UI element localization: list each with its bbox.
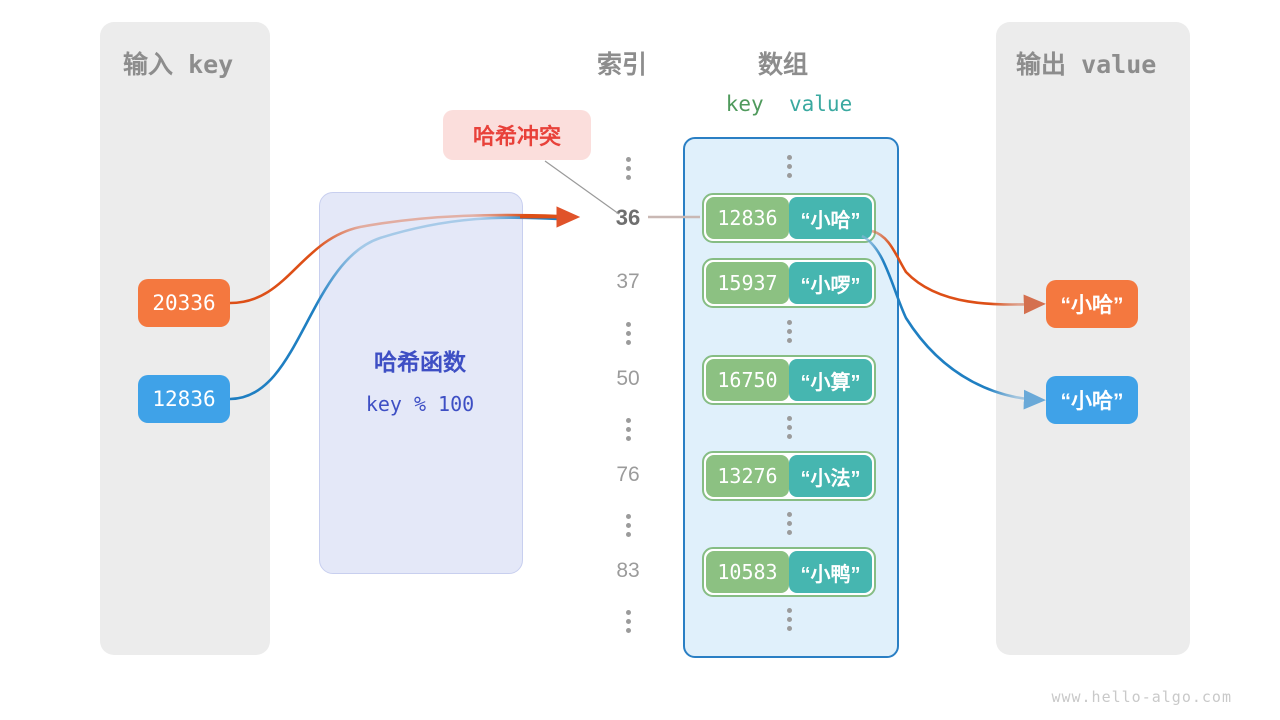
output-panel-title-cn: 输出 [1016, 51, 1067, 79]
bucket-row-76[interactable]: 13276 “小法” [702, 451, 876, 501]
input-key-chip-1[interactable]: 12836 [138, 375, 230, 423]
input-panel-title: 输入 key [123, 45, 233, 81]
hash-function-expression: key % 100 [365, 392, 475, 416]
bucket-key-50: 16750 [706, 359, 789, 401]
bucket-key-83: 10583 [706, 551, 789, 593]
array-ellipsis-bottom [782, 608, 796, 631]
index-label-37: 37 [616, 270, 640, 293]
array-ellipsis-top [782, 155, 796, 178]
array-column-heading: 数组 [758, 51, 809, 79]
value-heading-label: value [789, 92, 853, 116]
index-ellipsis-3 [621, 514, 635, 537]
input-panel-title-mono: key [188, 50, 234, 79]
wire-collision-leader [544, 160, 620, 215]
output-value-chip-1[interactable]: “小哈” [1046, 376, 1138, 424]
output-value-chip-0[interactable]: “小哈” [1046, 280, 1138, 328]
input-panel-title-cn: 输入 [123, 51, 174, 79]
hash-collision-badge: 哈希冲突 [443, 110, 591, 160]
output-panel [996, 22, 1190, 655]
output-panel-title-mono: value [1081, 50, 1157, 79]
wire-bucket-to-output0 [871, 229, 1046, 315]
index-ellipsis-bottom [621, 610, 635, 633]
key-value-heading: key value [683, 92, 895, 116]
index-column-heading: 索引 [597, 51, 648, 79]
bucket-value-50: “小算” [789, 359, 872, 401]
index-ellipsis-1 [621, 322, 635, 345]
array-ellipsis-3 [782, 512, 796, 535]
index-label-76: 76 [616, 463, 640, 486]
bucket-key-36: 12836 [706, 197, 789, 239]
bucket-value-76: “小法” [789, 455, 872, 497]
array-ellipsis-2 [782, 416, 796, 439]
index-label-50: 50 [616, 367, 640, 390]
index-label-36: 36 [615, 205, 641, 230]
wire-input0-to-index [229, 213, 559, 305]
bucket-value-36: “小哈” [789, 197, 872, 239]
bucket-value-83: “小鸭” [789, 551, 872, 593]
index-ellipsis-top [621, 157, 635, 180]
wire-input1-to-index [229, 216, 559, 401]
array-ellipsis-1 [782, 320, 796, 343]
key-heading-label: key [725, 92, 764, 116]
index-label-83: 83 [616, 559, 640, 582]
output-panel-title: 输出 value [1016, 45, 1156, 81]
bucket-value-37: “小啰” [789, 262, 872, 304]
bucket-row-83[interactable]: 10583 “小鸭” [702, 547, 876, 597]
bucket-key-76: 13276 [706, 455, 789, 497]
watermark: www.hello-algo.com [1051, 688, 1232, 706]
wire-bucket-to-output1 [861, 234, 1046, 410]
bucket-row-37[interactable]: 15937 “小啰” [702, 258, 876, 308]
bucket-row-50[interactable]: 16750 “小算” [702, 355, 876, 405]
bucket-row-36[interactable]: 12836 “小哈” [702, 193, 876, 243]
input-key-chip-0[interactable]: 20336 [138, 279, 230, 327]
bucket-key-37: 15937 [706, 262, 789, 304]
input-panel [100, 22, 270, 655]
index-ellipsis-2 [621, 418, 635, 441]
hash-function-title: 哈希函数 [374, 349, 466, 375]
